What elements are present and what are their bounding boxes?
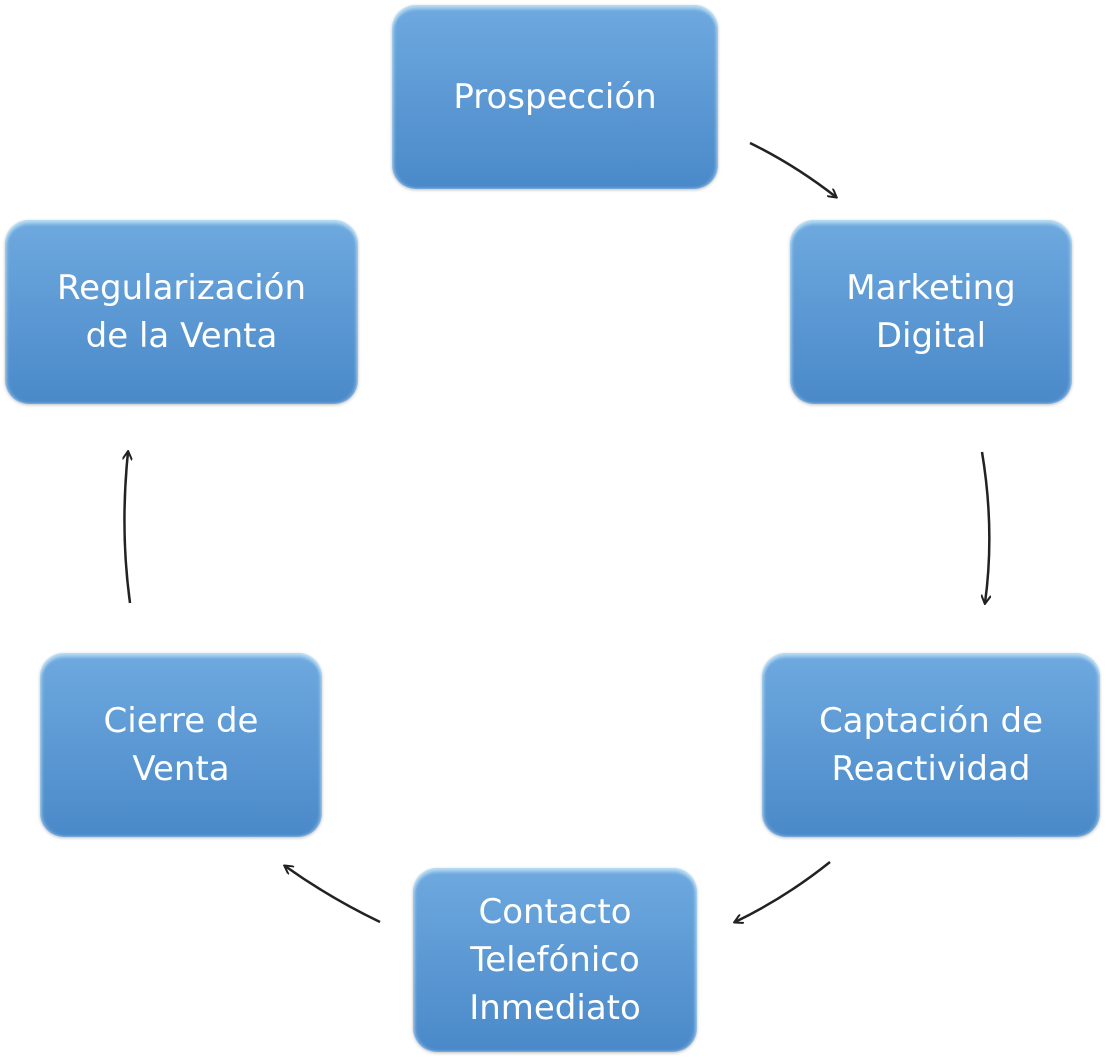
arrow-captacion-to-contacto — [735, 861, 831, 922]
step-cierre-de-venta: Cierre de Venta — [40, 653, 322, 837]
step-label: Prospección — [453, 77, 657, 117]
step-marketing-digital: Marketing Digital — [790, 220, 1072, 404]
step-prospeccion: Prospección — [392, 5, 718, 189]
step-regularizacion: Regularización de la Venta — [5, 220, 358, 404]
step-label: Marketing Digital — [846, 268, 1016, 356]
arrow-prospeccion-to-marketing — [749, 141, 836, 197]
arrow-marketing-to-captacion — [982, 451, 989, 603]
arrow-contacto-to-cierre — [285, 866, 381, 924]
step-label: Captación de Reactividad — [818, 701, 1044, 789]
step-label: Contacto Telefónico Inmediato — [469, 892, 641, 1028]
step-label: Regularización de la Venta — [56, 268, 307, 356]
step-captacion-de-reactividad: Captación de Reactividad — [762, 653, 1100, 837]
step-contacto-telefonico: Contacto Telefónico Inmediato — [413, 868, 697, 1052]
arrow-cierre-to-regularizacion — [124, 452, 130, 604]
step-label: Cierre de Venta — [103, 701, 259, 789]
